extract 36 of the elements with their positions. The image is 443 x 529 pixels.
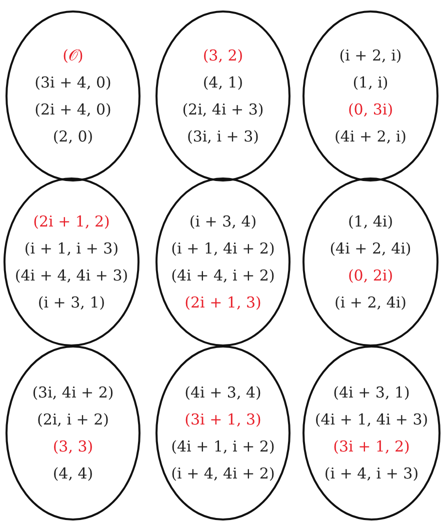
coordinate-pair: (1, i) (352, 72, 388, 94)
coordinate-pair: (4i + 1, 4i + 3) (314, 410, 428, 430)
coordinate-pair: (i + 3, 1) (38, 292, 106, 314)
coordinate-pair: (3i + 4, 0) (34, 72, 112, 94)
coordinate-pair: (𝒪) (62, 46, 84, 66)
coordinate-pair: (4, 4) (52, 464, 94, 484)
coordinate-pair: (4i + 4, 4i + 3) (14, 266, 128, 286)
coordinate-pair: (2i + 4, 0) (34, 100, 112, 120)
coordinate-pair: (2, 0) (52, 126, 94, 148)
coordinate-pair: (i + 1, 4i + 2) (171, 238, 275, 260)
coordinate-pair: (i + 4, 4i + 2) (171, 464, 275, 484)
coordinate-pair: (2i, i + 2) (36, 410, 110, 430)
coordinate-pair: (1, 4i) (348, 212, 394, 232)
coordinate-pair: (4i + 3, 4) (184, 382, 262, 404)
coordinate-pair: (i + 1, i + 3) (24, 238, 119, 260)
coordinate-pair: (4i + 2, 4i) (330, 238, 412, 260)
coordinate-pair: (i + 2, i) (339, 46, 402, 66)
coordinate-pair: (i + 3, 4) (189, 212, 257, 232)
coordinate-pair: (3, 2) (202, 46, 244, 66)
coordinate-pair: (4i + 1, i + 2) (171, 436, 275, 458)
coordinate-pair: (3i + 1, 2) (333, 436, 410, 458)
coordinate-pair: (i + 4, i + 3) (324, 464, 419, 484)
coordinate-pair: (3i + 1, 3) (184, 410, 262, 430)
coordinate-pair: (4i + 3, 1) (333, 382, 410, 404)
coordinate-pair: (3i, 4i + 2) (32, 382, 114, 404)
coordinate-pair: (4i + 2, i) (334, 126, 407, 148)
coordinate-pair: (2i + 1, 3) (184, 292, 262, 314)
coordinate-pair: (2i, 4i + 3) (182, 100, 264, 120)
coordinate-pair: (3, 3) (52, 436, 94, 458)
coordinate-pair: (3i, i + 3) (186, 126, 260, 148)
coordinate-pair: (0, 3i) (348, 100, 394, 120)
coordinate-pair: (i + 2, 4i) (334, 292, 407, 314)
coordinate-pair: (2i + 1, 2) (33, 212, 110, 232)
coordinate-pair: (4i + 4, i + 2) (171, 266, 275, 286)
coordinate-pair: (0, 2i) (348, 266, 394, 286)
coordinate-pair: (4, 1) (202, 72, 244, 94)
